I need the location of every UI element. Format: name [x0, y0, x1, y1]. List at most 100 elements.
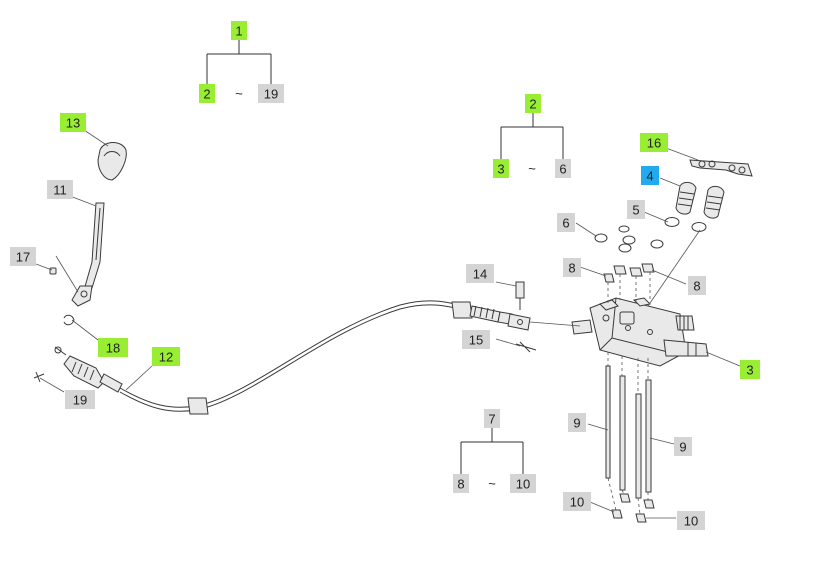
callout-labels: 13 11 17 18 12 19 14 15 16 4 5 6 8 8 3 9 9 10 10 — [10, 113, 760, 530]
spring-part — [675, 181, 725, 219]
callout-17-number: 17 — [16, 250, 30, 265]
callout-15: 15 — [462, 330, 490, 349]
tree-left-3: 3 — [493, 159, 509, 178]
callout-4-box — [641, 166, 659, 185]
leader-lines — [35, 129, 741, 519]
callout-12: 12 — [152, 347, 180, 366]
tree-left-2-number: 2 — [203, 87, 210, 102]
callout-16: 16 — [640, 133, 668, 152]
tree-right-19-number: 19 — [264, 87, 278, 102]
tree-right-10-number: 10 — [516, 477, 530, 492]
callout-9-box — [568, 413, 586, 432]
callout-11-box — [47, 180, 73, 199]
callout-5-box — [627, 200, 645, 219]
tree-parent-1: 1 — [231, 21, 247, 40]
callout-6-box — [557, 213, 575, 232]
callout-10: 10 — [677, 511, 705, 530]
callout-14: 14 — [466, 264, 494, 283]
callout-16-box — [640, 133, 668, 152]
tree-parent-1-box — [231, 21, 247, 40]
callout-12-box — [152, 347, 180, 366]
tree-left-8: 8 — [453, 474, 469, 493]
range-separator: ~ — [488, 476, 496, 491]
tree-left-8-number: 8 — [457, 477, 464, 492]
tree-connector — [500, 113, 564, 159]
callout-10: 10 — [563, 492, 591, 511]
callout-3-number: 3 — [746, 363, 753, 378]
tree-parent-7: 7 — [484, 409, 500, 428]
callout-12-number: 12 — [159, 350, 173, 365]
callout-18: 18 — [98, 338, 128, 357]
callout-13-number: 13 — [66, 116, 80, 131]
callout-6-number: 6 — [562, 216, 569, 231]
tree-left-2-box — [199, 84, 215, 103]
callout-8-number: 8 — [568, 261, 575, 276]
callout-17: 17 — [10, 247, 36, 266]
clevis-part — [507, 313, 531, 331]
tree-parent-2-number: 2 — [529, 97, 536, 112]
lever-rod-part — [83, 202, 105, 291]
control-valve-drawing — [571, 159, 753, 523]
callout-15-box — [462, 330, 490, 349]
callout-5-number: 5 — [632, 203, 639, 218]
callout-9-box — [674, 437, 692, 456]
tree-connector — [460, 428, 524, 474]
tree-7: 7 8 10 ~ — [453, 409, 536, 493]
callout-5: 5 — [627, 200, 645, 219]
callout-3: 3 — [740, 360, 760, 379]
callout-13: 13 — [60, 113, 86, 132]
tree-right-19: 19 — [258, 84, 284, 103]
callout-10-box — [563, 492, 591, 511]
callout-14-number: 14 — [473, 267, 487, 282]
tree-left-3-box — [493, 159, 509, 178]
tree-left-8-box — [453, 474, 469, 493]
range-separator: ~ — [235, 86, 243, 101]
callout-11-number: 11 — [53, 183, 67, 198]
callout-8-box — [563, 258, 581, 277]
shift-lever-drawing — [33, 142, 127, 393]
callout-4: 4 — [641, 166, 659, 185]
callout-15-number: 15 — [469, 333, 483, 348]
tree-left-3-number: 3 — [497, 162, 504, 177]
callout-10-number: 10 — [684, 514, 698, 529]
callout-13-box — [60, 113, 86, 132]
tree-right-10-box — [510, 474, 536, 493]
tree-1: 1 2 19 ~ — [199, 21, 284, 103]
callout-8: 8 — [688, 276, 706, 295]
callout-6: 6 — [557, 213, 575, 232]
tree-left-2: 2 — [199, 84, 215, 103]
callout-8-box — [688, 276, 706, 295]
tree-parent-7-number: 7 — [488, 412, 495, 427]
callout-9-number: 9 — [679, 440, 686, 455]
callout-9: 9 — [568, 413, 586, 432]
tree-right-19-box — [258, 84, 284, 103]
callout-9: 9 — [674, 437, 692, 456]
callout-9-number: 9 — [573, 416, 580, 431]
cable-boot-part — [63, 355, 105, 389]
callout-4-number: 4 — [646, 169, 653, 184]
tree-right-6-number: 6 — [559, 162, 566, 177]
callout-10-box — [677, 511, 705, 530]
tree-parent-2: 2 — [525, 94, 541, 113]
callout-11: 11 — [47, 180, 73, 199]
tree-parent-2-box — [525, 94, 541, 113]
callout-8-number: 8 — [693, 279, 700, 294]
callout-19-box — [65, 390, 95, 409]
callout-19: 19 — [65, 390, 95, 409]
callout-3-box — [740, 360, 760, 379]
tree-parent-1-number: 1 — [235, 24, 242, 39]
callout-8: 8 — [563, 258, 581, 277]
tree-right-6: 6 — [555, 159, 571, 178]
callout-14-box — [466, 264, 494, 283]
tree-right-10: 10 — [510, 474, 536, 493]
control-cable-drawing — [119, 281, 537, 415]
callout-17-box — [10, 247, 36, 266]
grommet-part — [187, 397, 209, 415]
tree-parent-7-box — [484, 409, 500, 428]
tree-connector — [206, 40, 272, 84]
callout-18-box — [98, 338, 128, 357]
callout-10-number: 10 — [570, 495, 584, 510]
callout-16-number: 16 — [647, 136, 661, 151]
